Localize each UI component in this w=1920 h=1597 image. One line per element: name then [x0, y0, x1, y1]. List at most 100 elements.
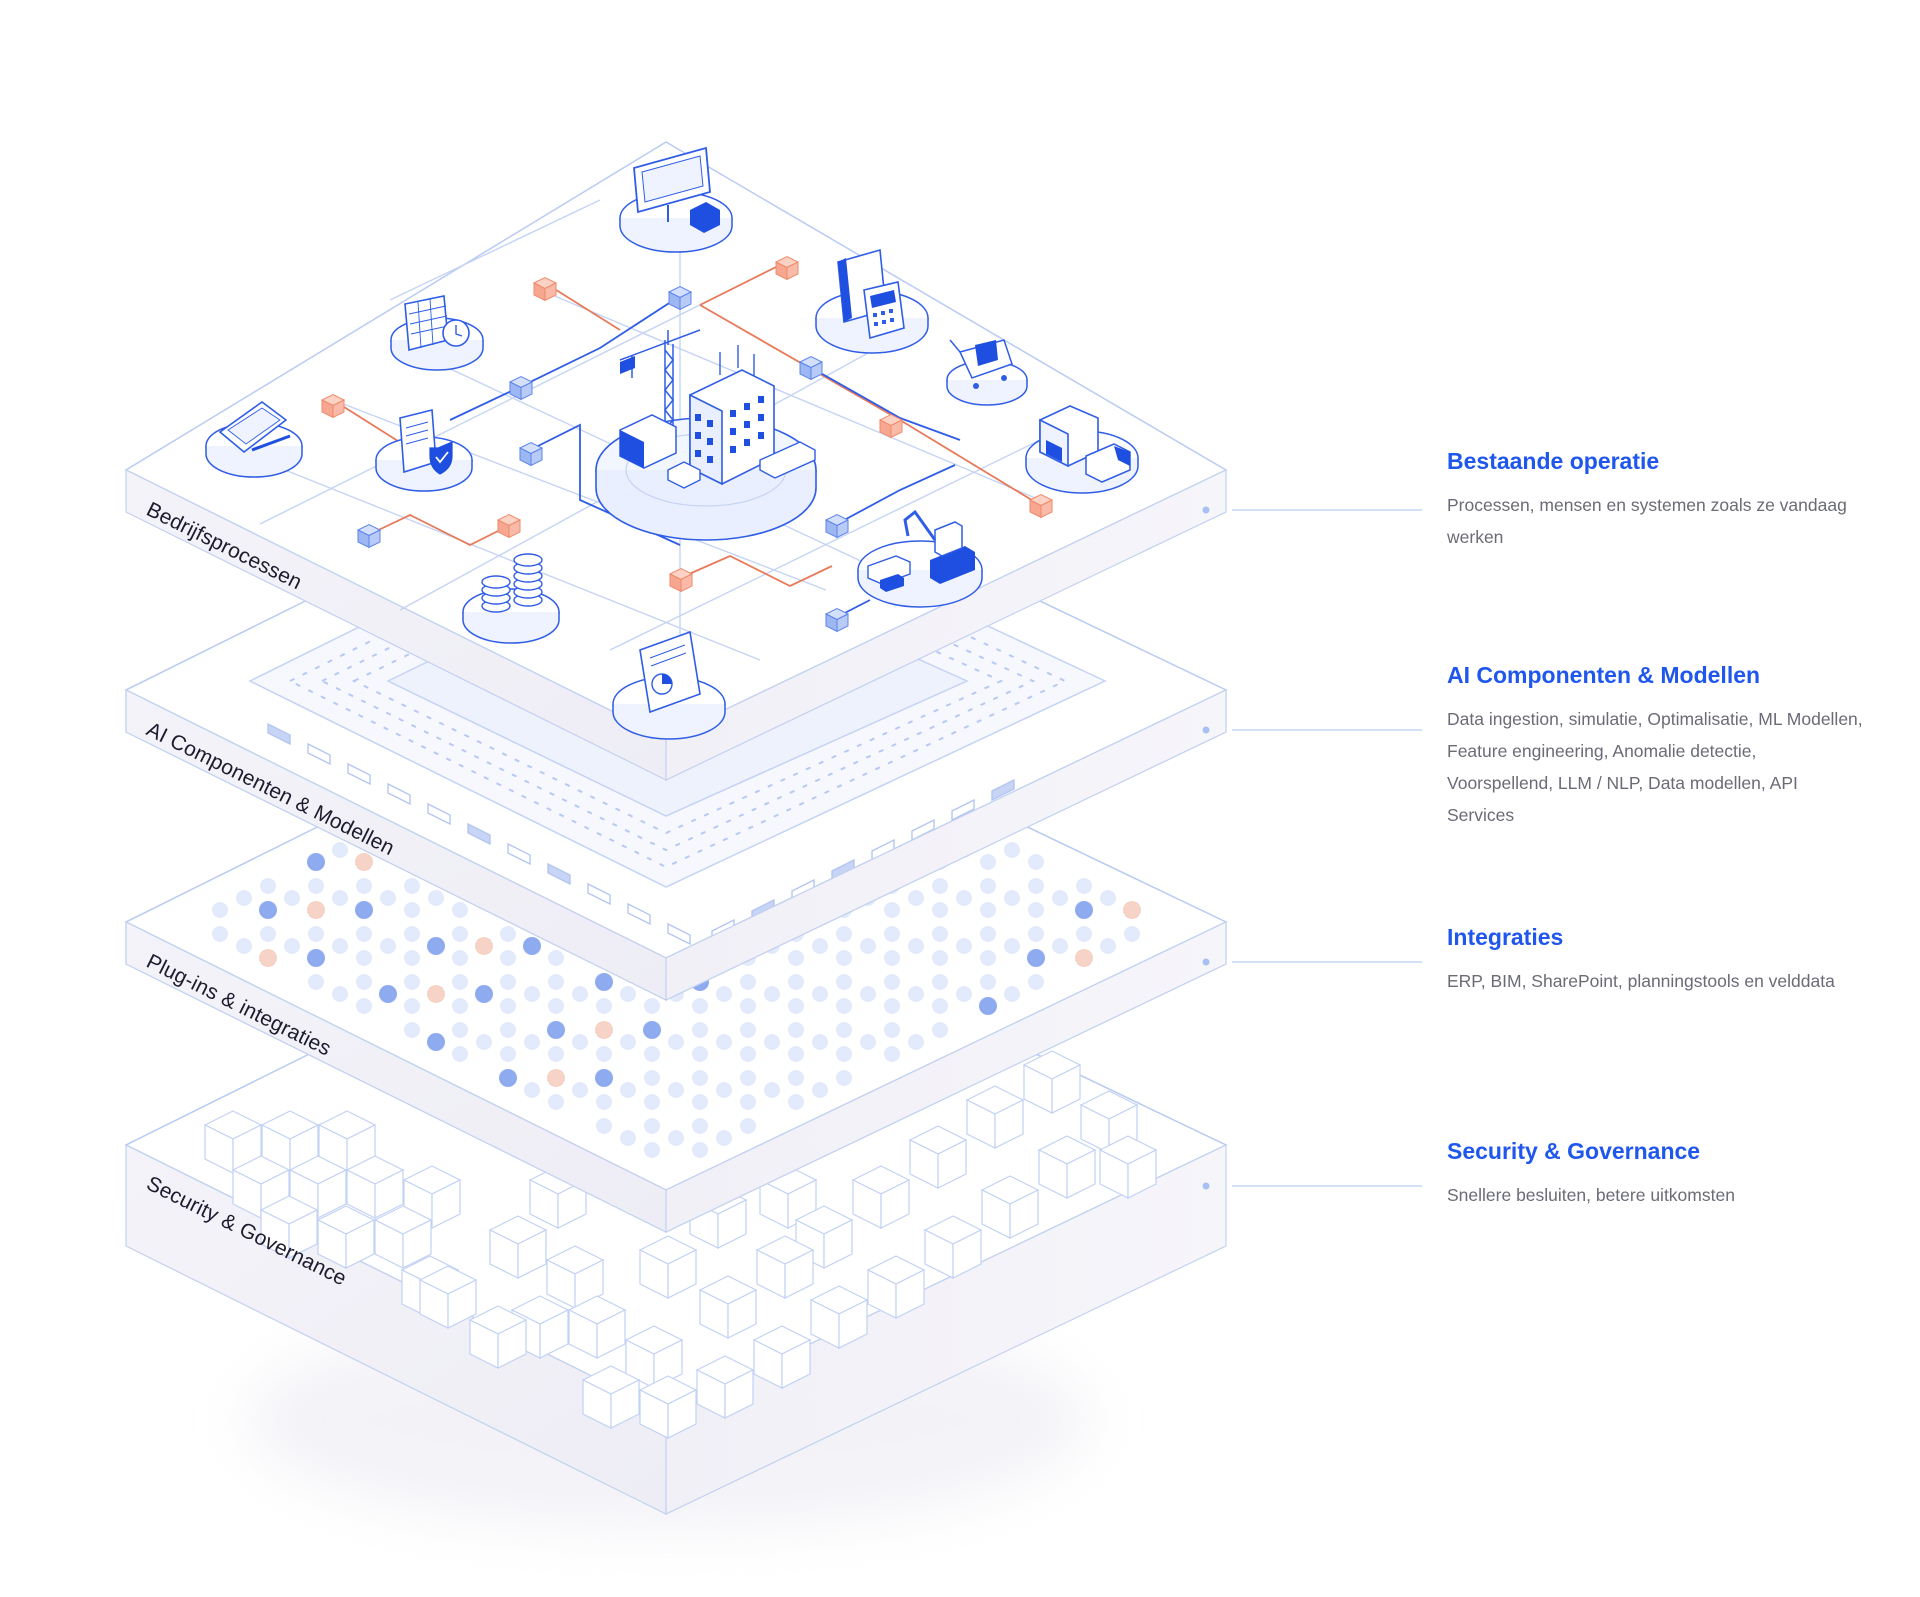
- integration-dot: [332, 890, 348, 906]
- description-title: Security & Governance: [1447, 1138, 1701, 1164]
- integration-dot: [932, 950, 948, 966]
- integration-dot: [524, 1082, 540, 1098]
- integration-dot: [1004, 842, 1020, 858]
- chip-pin: [427, 802, 451, 826]
- grid-cube: [667, 1389, 697, 1439]
- integration-dot: [980, 902, 996, 918]
- integration-dot: [475, 985, 493, 1003]
- integration-dot: [692, 1142, 708, 1158]
- integration-dot: [692, 1094, 708, 1110]
- integration-dot: [1028, 974, 1044, 990]
- excavator-icon: [857, 509, 983, 608]
- chip-pin: [991, 778, 1015, 802]
- integration-dot: [860, 938, 876, 954]
- grid-cube: [727, 1289, 757, 1339]
- integration-dot: [643, 1021, 661, 1039]
- integration-dot: [932, 974, 948, 990]
- grid-cube: [402, 1219, 432, 1269]
- integration-dot: [1124, 926, 1140, 942]
- integration-dot: [1004, 986, 1020, 1002]
- integration-dot: [956, 986, 972, 1002]
- integration-dot: [308, 974, 324, 990]
- integration-dot: [884, 998, 900, 1014]
- grid-cube: [667, 1249, 697, 1299]
- integration-dot: [980, 854, 996, 870]
- integration-dot: [668, 1082, 684, 1098]
- integration-dot: [716, 1034, 732, 1050]
- integration-dot: [1028, 926, 1044, 942]
- grid-cube: [1009, 1189, 1039, 1239]
- chip-pin: [467, 822, 491, 846]
- integration-dot: [596, 1094, 612, 1110]
- integration-dot: [427, 937, 445, 955]
- grid-cube: [596, 1309, 626, 1359]
- integration-dot: [548, 998, 564, 1014]
- grid-cube: [539, 1309, 569, 1359]
- chip-pin: [387, 782, 411, 806]
- chip-pin: [951, 798, 975, 822]
- integration-dot: [644, 1046, 660, 1062]
- integration-dot: [572, 1034, 588, 1050]
- integration-dot: [836, 1070, 852, 1086]
- grid-cube: [288, 1209, 318, 1259]
- integration-dot: [620, 1082, 636, 1098]
- integration-dot: [692, 1022, 708, 1038]
- integration-dot: [884, 1022, 900, 1038]
- integration-dot: [788, 974, 804, 990]
- integration-dot: [260, 926, 276, 942]
- grid-cube: [724, 1369, 754, 1419]
- integration-dot: [716, 1082, 732, 1098]
- integration-dot: [932, 998, 948, 1014]
- grid-cube: [823, 1219, 853, 1269]
- integration-dot: [740, 1046, 756, 1062]
- integration-dot: [860, 986, 876, 1002]
- integration-dot: [548, 1094, 564, 1110]
- isometric-cube-grid: [203, 1050, 1158, 1439]
- integration-dot: [236, 938, 252, 954]
- integration-dot: [836, 1046, 852, 1062]
- integration-dot: [1100, 890, 1116, 906]
- calendar-clock-icon: [390, 295, 484, 371]
- integration-dot: [884, 950, 900, 966]
- chip-pin: [911, 818, 935, 842]
- report-chart-icon: [612, 630, 726, 740]
- integration-dot: [307, 901, 325, 919]
- integration-dot: [404, 974, 420, 990]
- grid-cube: [838, 1299, 868, 1349]
- integration-dot: [884, 1046, 900, 1062]
- grid-cube: [610, 1379, 640, 1429]
- integration-dot: [836, 974, 852, 990]
- integration-dot: [404, 998, 420, 1014]
- integration-dot: [788, 1094, 804, 1110]
- integration-dot: [1075, 901, 1093, 919]
- layer-bedrijfsprocessen: Bedrijfsprocessen: [124, 141, 1228, 781]
- grid-cube: [497, 1319, 527, 1369]
- integration-dot: [812, 986, 828, 1002]
- grid-cube: [994, 1099, 1024, 1149]
- grid-cube: [1051, 1064, 1081, 1114]
- integration-dot: [740, 1094, 756, 1110]
- integration-dot: [500, 950, 516, 966]
- description-integraties: Integraties ERP, BIM, SharePoint, planni…: [1447, 924, 1867, 997]
- integration-dot: [500, 1046, 516, 1062]
- integration-dot: [836, 950, 852, 966]
- integration-dot: [212, 902, 228, 918]
- description-ai-componenten: AI Componenten & Modellen Data ingestion…: [1447, 662, 1867, 831]
- integration-dot: [932, 878, 948, 894]
- integration-dot: [1052, 890, 1068, 906]
- description-text: Data ingestion, simulatie, Optimalisatie…: [1447, 709, 1863, 825]
- chip-pin: [547, 862, 571, 886]
- integration-dot: [956, 938, 972, 954]
- integration-dot: [1028, 854, 1044, 870]
- integration-dot: [356, 878, 372, 894]
- integration-dot: [308, 926, 324, 942]
- integration-dot: [644, 998, 660, 1014]
- integration-dot: [356, 926, 372, 942]
- integration-dot: [620, 986, 636, 1002]
- integration-dot: [523, 937, 541, 955]
- integration-dot: [740, 1070, 756, 1086]
- integration-dot: [428, 890, 444, 906]
- callout-connectors: [1232, 509, 1422, 1187]
- integration-dot: [764, 1034, 780, 1050]
- integration-dot: [547, 1021, 565, 1039]
